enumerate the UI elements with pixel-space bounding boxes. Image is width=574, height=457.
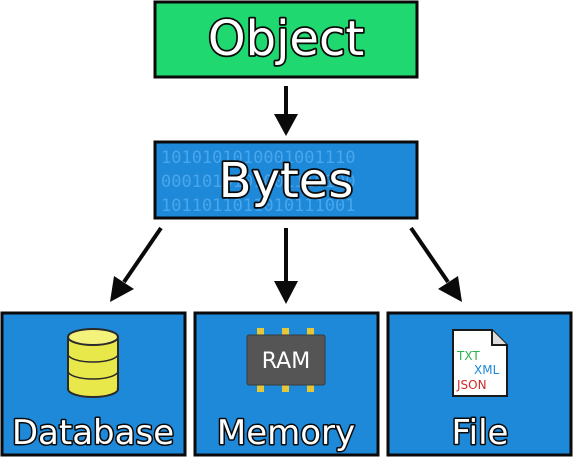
bytes-node: 1010101010001001110 0001010101001110100 … (153, 140, 419, 220)
memory-node: RAM Memory (193, 311, 380, 457)
arrow-bytes-to-file-shaft (409, 226, 450, 284)
ram-chip-icon: RAM (246, 328, 326, 392)
binary-row-3: 1011011011010111001 (161, 196, 355, 216)
file-node: TXT XML JSON File (386, 311, 573, 457)
object-box (153, 0, 419, 79)
database-icon (67, 328, 119, 398)
format-json: JSON (456, 378, 487, 392)
object-label: Object (208, 11, 364, 67)
arrowhead-object-to-bytes (274, 114, 298, 136)
format-txt: TXT (456, 349, 480, 363)
arrowhead-bytes-to-file (438, 276, 462, 302)
database-label: Database (12, 413, 174, 453)
memory-label: Memory (217, 413, 355, 453)
database-node: Database (0, 311, 187, 457)
binary-row-1: 1010101010001001110 (161, 148, 355, 168)
bytes-label: Bytes (219, 153, 354, 209)
arrow-bytes-to-database-shaft (122, 226, 163, 284)
ram-chip-text: RAM (262, 349, 310, 374)
binary-background: 1010101010001001110 0001010101001110100 … (161, 148, 355, 216)
arrowhead-bytes-to-memory (274, 281, 298, 304)
format-xml: XML (474, 363, 500, 377)
bytes-box (153, 140, 419, 220)
object-node: Object (153, 0, 419, 79)
binary-row-2: 0001010101001110100 (161, 172, 355, 192)
file-document-icon: TXT XML JSON (452, 329, 508, 397)
arrowhead-bytes-to-database (110, 276, 134, 302)
file-label: File (452, 413, 509, 453)
